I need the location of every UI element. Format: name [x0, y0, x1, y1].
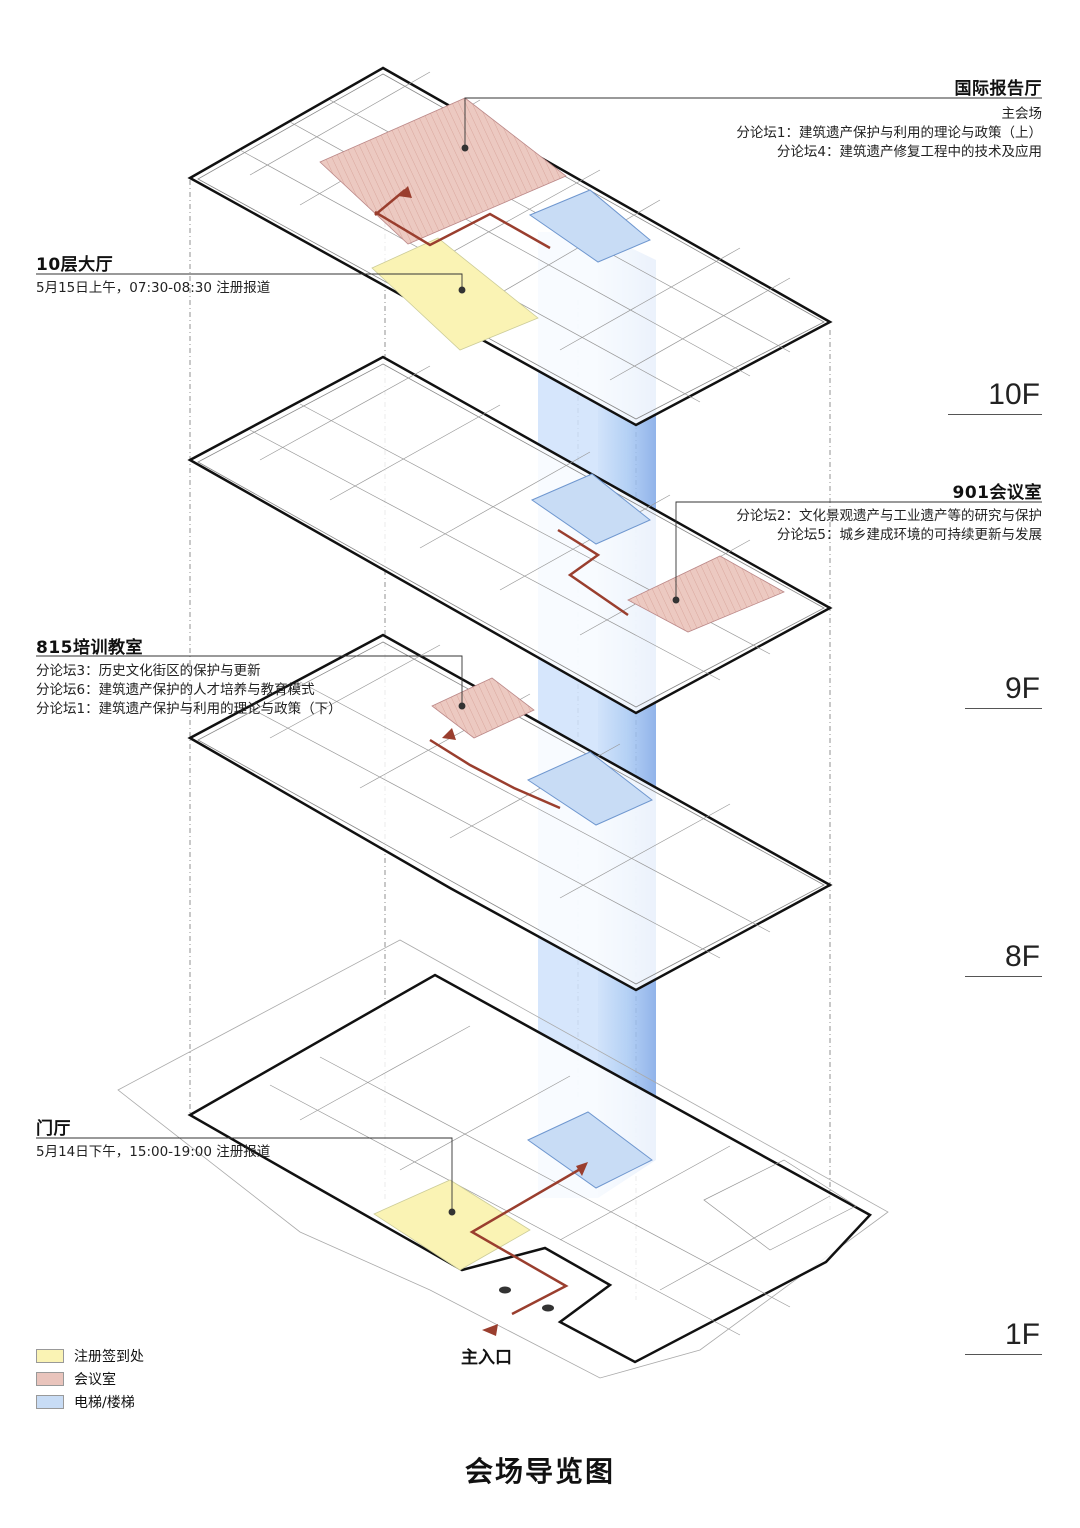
floor-label-9f: 9F [964, 672, 1042, 709]
callout-line: 5月15日上午，07:30-08:30 注册报道 [36, 280, 271, 296]
callout-10f-lobby: 10层大厅 5月15日上午，07:30-08:30 注册报道 [36, 250, 270, 298]
legend-item: 会议室 [36, 1367, 144, 1390]
legend-item: 注册签到处 [36, 1344, 144, 1367]
floor-plate-10f [187, 66, 833, 427]
main-entrance-label: 主入口 [461, 1348, 512, 1368]
callout-line: 分论坛1：建筑遗产保护与利用的理论与政策（下） [36, 701, 342, 717]
callout-heading: 门厅 [36, 1119, 71, 1139]
callout-line: 分论坛5：城乡建成环境的可持续更新与发展 [776, 527, 1042, 543]
callout-heading: 901会议室 [952, 483, 1042, 503]
callout-heading: 国际报告厅 [954, 79, 1042, 99]
callout-entrance-lobby: 门厅 5月14日下午，15:00-19:00 注册报道 [36, 1114, 270, 1162]
floor-label-1f: 1F [964, 1318, 1042, 1355]
legend-swatch-elevator [36, 1394, 64, 1409]
legend-item: 电梯/楼梯 [36, 1390, 144, 1413]
floor-plate-8f [187, 633, 833, 992]
callout-line: 分论坛3：历史文化街区的保护与更新 [36, 663, 261, 679]
legend-label: 电梯/楼梯 [74, 1394, 135, 1411]
legend-label: 会议室 [74, 1371, 116, 1388]
legend: 注册签到处 会议室 电梯/楼梯 [36, 1344, 144, 1413]
callout-line: 分论坛4：建筑遗产修复工程中的技术及应用 [776, 144, 1042, 160]
callout-heading: 10层大厅 [36, 255, 114, 275]
legend-swatch-registration [36, 1348, 64, 1363]
callout-room-901: 901会议室 分论坛2：文化景观遗产与工业遗产等的研究与保护 分论坛5：城乡建成… [736, 478, 1042, 545]
callout-line: 分论坛1：建筑遗产保护与利用的理论与政策（上） [736, 125, 1042, 141]
callout-line: 5月14日下午，15:00-19:00 注册报道 [36, 1144, 271, 1160]
legend-swatch-meeting [36, 1371, 64, 1386]
floor-plate-1f [117, 939, 889, 1379]
callout-line: 分论坛6：建筑遗产保护的人才培养与教育模式 [36, 682, 315, 698]
legend-label: 注册签到处 [74, 1348, 144, 1365]
callout-heading: 815培训教室 [36, 638, 143, 658]
callout-room-815: 815培训教室 分论坛3：历史文化街区的保护与更新 分论坛6：建筑遗产保护的人才… [36, 633, 342, 719]
page-title: 会场导览图 [464, 1455, 615, 1488]
leader-lines [36, 97, 1042, 1216]
floor-label-8f: 8F [964, 940, 1042, 977]
callout-international-hall: 国际报告厅 主会场 分论坛1：建筑遗产保护与利用的理论与政策（上） 分论坛4：建… [736, 74, 1042, 162]
floor-plate-9f [187, 355, 833, 715]
callout-line: 分论坛2：文化景观遗产与工业遗产等的研究与保护 [736, 508, 1042, 524]
callout-line: 主会场 [1001, 106, 1043, 122]
floor-label-10f: 10F [948, 378, 1042, 415]
